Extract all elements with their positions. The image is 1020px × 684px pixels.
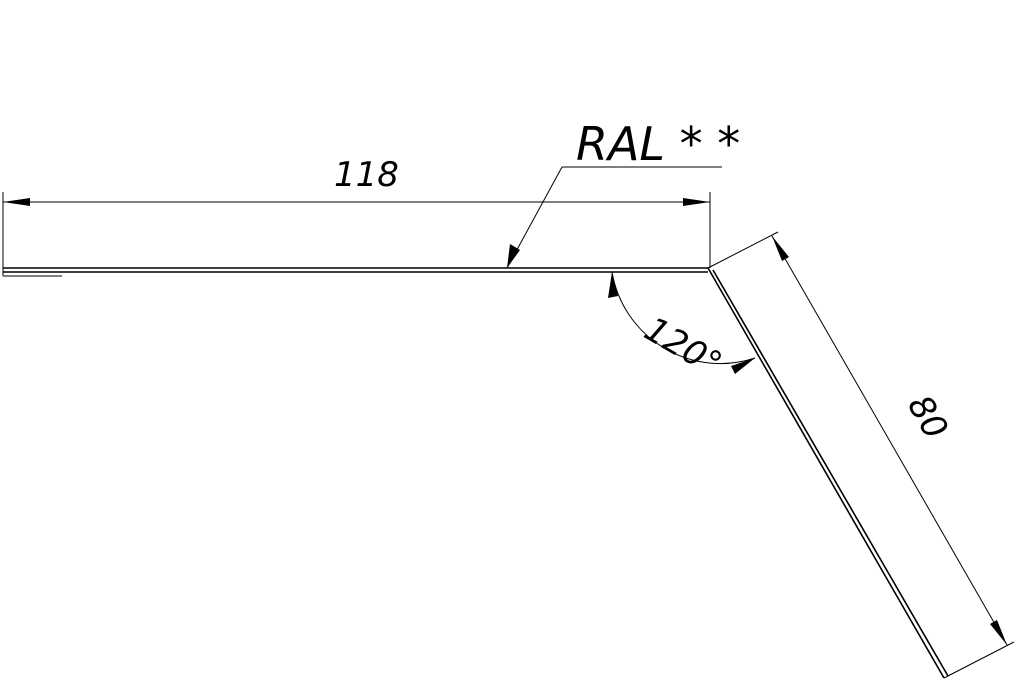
dimension-line-80 xyxy=(771,235,1008,646)
sheet-profile xyxy=(2,267,949,679)
dimension-top-length: 118 xyxy=(2,155,711,268)
arrowhead-slope-top xyxy=(772,236,789,261)
dimension-value-80: 80 xyxy=(899,389,955,446)
extension-line-slope-bottom xyxy=(943,641,1015,679)
arrowhead-right xyxy=(683,198,710,206)
dimension-value-118: 118 xyxy=(334,155,399,195)
angle-value: 120° xyxy=(638,309,729,385)
dimension-bend-angle: 120° xyxy=(608,271,756,385)
coating-label: RAL * * xyxy=(576,117,740,171)
coating-callout: RAL * * xyxy=(506,117,740,269)
arrowhead-left xyxy=(3,198,30,206)
slope-flange-inner-line xyxy=(712,269,949,677)
extension-line-slope-top xyxy=(707,231,779,269)
angle-arrowhead-bottom xyxy=(731,358,755,374)
angle-arrowhead-top xyxy=(608,272,618,298)
leader-arrowhead xyxy=(507,244,520,268)
angle-arc xyxy=(611,271,756,365)
slope-flange-outer-line xyxy=(707,267,945,679)
arrowhead-slope-bottom xyxy=(990,620,1007,645)
dimension-slope-length: 80 xyxy=(707,231,1015,679)
